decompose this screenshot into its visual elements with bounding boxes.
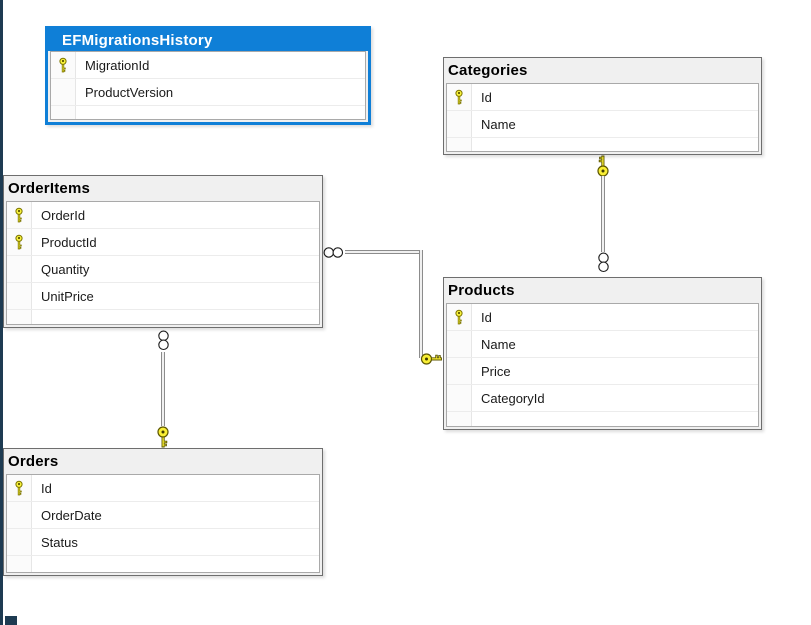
column-name: OrderId [41,207,86,223]
key-cell [447,138,472,151]
column-name: UnitPrice [41,288,94,304]
column-name: Quantity [41,261,90,277]
key-cell [7,310,32,324]
column-name: MigrationId [85,57,150,73]
table-header-efmigrationshistory[interactable]: EFMigrationsHistory [48,29,368,51]
key-cell [7,475,32,501]
column-row[interactable]: ProductId [7,229,319,256]
table-columns: MigrationId ProductVersion [50,51,366,120]
key-cell [51,79,76,105]
key-endpoint-icon[interactable] [156,426,170,448]
column-name: Name [481,336,516,352]
connector-segment[interactable] [601,176,605,252]
key-cell [447,385,472,411]
column-row[interactable]: Name [447,331,758,358]
key-cell [447,111,472,137]
table-orderitems[interactable]: OrderItems OrderId [3,175,323,328]
key-cell [7,283,32,309]
key-cell [51,106,76,119]
column-name: Name [481,116,516,132]
key-cell [7,556,32,572]
table-columns: OrderId ProductId Quantity UnitPrice [6,201,320,325]
column-name: Price [481,363,511,379]
column-name: Id [481,309,492,325]
table-title: Orders [8,453,59,470]
key-cell [7,529,32,555]
column-name: CategoryId [481,390,545,406]
table-efmigrationshistory[interactable]: EFMigrationsHistory MigrationId ProductV… [45,26,371,125]
column-row[interactable]: Id [7,475,319,502]
key-cell [7,202,32,228]
table-columns: Id OrderDate Status [6,474,320,573]
table-title: EFMigrationsHistory [62,31,213,49]
column-row[interactable]: Quantity [7,256,319,283]
column-row[interactable]: CategoryId [447,385,758,412]
primary-key-icon [455,89,463,105]
key-cell [447,358,472,384]
table-orders[interactable]: Orders Id OrderDate Status [3,448,323,576]
key-cell [7,229,32,255]
table-header-orderitems[interactable]: OrderItems [4,176,322,201]
primary-key-icon [59,57,67,73]
key-cell [7,256,32,282]
many-endpoint-icon[interactable] [597,251,610,274]
primary-key-icon [15,207,23,223]
primary-key-icon [15,480,23,496]
table-columns: Id Name Price CategoryId [446,303,759,427]
column-row[interactable]: Id [447,84,758,111]
key-endpoint-icon[interactable] [596,155,610,177]
table-header-products[interactable]: Products [444,278,761,303]
table-title: Products [448,282,515,299]
table-header-categories[interactable]: Categories [444,58,761,83]
column-name: ProductVersion [85,84,174,100]
column-row[interactable]: Name [447,111,758,138]
column-name: OrderDate [41,507,102,523]
many-endpoint-icon[interactable] [157,329,170,352]
key-cell [447,331,472,357]
table-title: Categories [448,62,528,79]
empty-row[interactable] [447,138,758,151]
connector-segment[interactable] [161,352,165,426]
column-name: ProductId [41,234,97,250]
column-row[interactable]: Status [7,529,319,556]
empty-row[interactable] [7,310,319,324]
column-name: Id [41,480,52,496]
many-endpoint-icon[interactable] [322,246,345,259]
empty-row[interactable] [447,412,758,426]
table-title: OrderItems [8,180,91,197]
column-row[interactable]: OrderId [7,202,319,229]
column-row[interactable]: ProductVersion [51,79,365,106]
column-row[interactable]: OrderDate [7,502,319,529]
key-cell [447,412,472,426]
column-row[interactable]: Price [447,358,758,385]
empty-row[interactable] [51,106,365,119]
column-row[interactable]: Id [447,304,758,331]
connector-segment[interactable] [345,250,423,254]
column-row[interactable]: UnitPrice [7,283,319,310]
connector-segment[interactable] [419,250,423,358]
key-endpoint-icon[interactable] [420,352,443,366]
key-cell [447,84,472,110]
column-row[interactable]: MigrationId [51,52,365,79]
primary-key-icon [15,234,23,250]
table-columns: Id Name [446,83,759,152]
key-cell [7,502,32,528]
panel-corner-mark [5,616,17,625]
table-products[interactable]: Products Id Name Price [443,277,762,430]
column-name: Id [481,89,492,105]
empty-row[interactable] [7,556,319,572]
table-categories[interactable]: Categories Id Name [443,57,762,155]
key-cell [51,52,76,78]
column-name: Status [41,534,78,550]
key-cell [447,304,472,330]
table-header-orders[interactable]: Orders [4,449,322,474]
panel-edge-strip [0,0,3,625]
primary-key-icon [455,309,463,325]
